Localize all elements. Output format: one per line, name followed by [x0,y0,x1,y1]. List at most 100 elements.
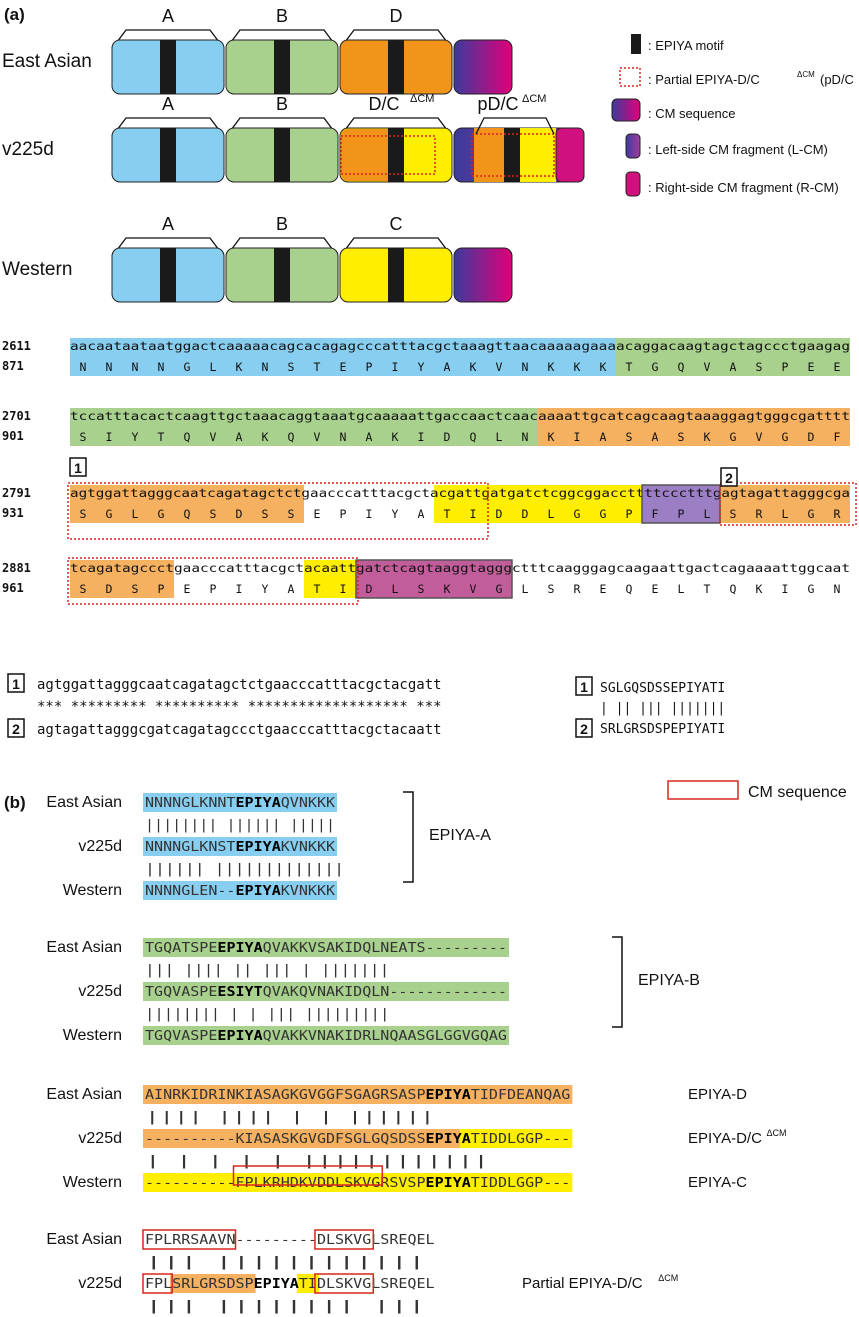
epiya-motif-bar [274,248,290,302]
aa-residue: G [730,430,737,444]
cm-sequence-icon [611,98,641,122]
domain-bracket [227,29,337,47]
aa-align-seq1: SGLGQSDSSEPIYATI [600,681,725,696]
domain-label-sup: ΔCM [410,93,434,105]
aa-residue: A [652,430,659,444]
aa-residue: A [236,430,243,444]
aa-residue: S [80,582,87,596]
aa-residue: P [340,507,347,521]
aa-residue: V [210,430,217,444]
seq-highlight [720,485,850,523]
legend-text-3: : Left-side CM fragment (L-CM) [648,142,828,157]
aa-residue: E [340,360,347,374]
epiya-motif-bar [160,128,176,182]
alignment-bars: ||| |||| || ||| | ||||||| [145,963,389,978]
domain-label-B: B [276,214,288,234]
aa-residue: S [418,582,425,596]
domain-label-C: C [390,214,403,234]
aa-residue: P [210,582,217,596]
aa-residue: P [782,360,789,374]
seq-highlight [616,338,850,376]
aa-residue: P [158,582,165,596]
strain-label: v225d [78,983,122,1000]
nt-number: 2791 [2,486,31,500]
aa-residue: Y [418,360,425,374]
aa-residue: D [236,507,243,521]
aa-residue: E [600,582,607,596]
aa-residue: I [366,507,373,521]
domain-label-A: A [162,6,174,26]
aa-residue: E [314,507,321,521]
aa-residue: V [756,430,763,444]
legend-sup: ΔCM [797,70,815,79]
legend-mid-text: (pD/C [820,72,854,87]
aa-residue: E [808,360,815,374]
aa-residue: A [730,360,737,374]
aa-residue: Q [626,582,633,596]
aa-residue: L [782,507,789,521]
seq-highlight [642,485,720,523]
seq-highlight [434,485,642,523]
aa-align-marker-1 [575,676,593,696]
aa-residue: L [522,582,529,596]
aa-residue: S [756,360,763,374]
aa-residue: A [288,582,295,596]
right-cm-icon [625,171,641,197]
aa-residue: L [210,360,217,374]
aa-residue: S [80,507,87,521]
aa-residue: P [366,360,373,374]
nt-align-marker-1 [7,673,25,693]
aa-residue: F [652,507,659,521]
domain-label-A: A [162,94,174,114]
cm-box [142,1273,173,1294]
nt-align-marker-2 [7,718,25,738]
epiya-motif-icon [631,34,641,54]
legend-text-4: : Right-side CM fragment (R-CM) [648,180,839,195]
aa-residue: G [808,582,815,596]
alignment-bars: ||| |||||||||||| [145,1255,426,1270]
aa-residue: T [158,430,165,444]
aa-residue: D [106,582,113,596]
marker-1 [69,457,87,477]
epiya-motif-bar [388,248,404,302]
group-label: EPIYA-A [429,827,491,844]
cm-legend-text: CM sequence [748,784,847,801]
aa-residue: G [574,507,581,521]
aa-residue: S [678,430,685,444]
seq-highlight [356,560,512,598]
group-label: EPIYA-B [638,972,700,989]
aa-align-bars: | || ||| ||||||| [600,701,725,716]
nt-number: 2881 [2,561,31,575]
aa-residue: Y [392,507,399,521]
nt-number: 2611 [2,339,31,353]
aa-residue: F [834,430,841,444]
epiya-motif-bar [160,40,176,94]
aa-residue: K [470,360,477,374]
aa-residue: Q [184,507,191,521]
strain-label: East Asian [46,1231,122,1248]
aa-residue: G [184,360,191,374]
nt-sequence: tcagatagccctgaacccatttacgctacaattgatctca… [70,561,850,575]
epiya-motif-bar [274,128,290,182]
aa-residue: T [704,582,711,596]
aa-number: 961 [2,581,24,595]
alignment-bars: | | | | | |||||||||||| [145,1154,489,1169]
align-highlight [143,1085,573,1104]
cm-sequence-block [453,247,513,303]
alignment-bars: ||| |||||||| ||| [145,1299,426,1314]
aa-residue: K [236,360,243,374]
partial-dotted-box [471,133,555,177]
partial-box-icon [619,67,641,87]
domain-bracket [227,117,337,135]
aa-residue: G [782,430,789,444]
marker-1-text: 1 [74,460,82,476]
align-highlight [143,1173,573,1192]
aa-residue: L [548,507,555,521]
strain-label-1: v225d [2,139,54,160]
strain-label: East Asian [46,1086,122,1103]
aa-number: 931 [2,506,24,520]
aa-number: 871 [2,359,24,373]
aa-residue: P [626,507,633,521]
